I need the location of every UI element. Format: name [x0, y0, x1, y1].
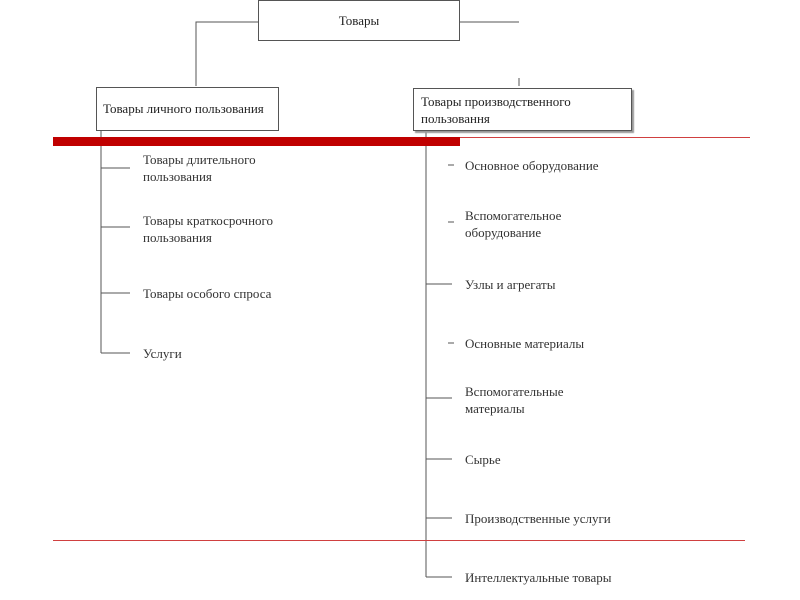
right-item: Узлы и агрегаты	[465, 277, 556, 292]
right-item: Основные материалы	[465, 336, 585, 351]
root-to-left-connector	[195, 21, 258, 86]
root-label: Товары	[338, 13, 380, 28]
right-item: Интеллектуальные товары	[465, 570, 612, 585]
right-item: Сырье	[465, 452, 501, 467]
right-item: Вспомогательное оборудование	[465, 208, 562, 240]
root-box: Товары	[258, 0, 460, 41]
left-category-label: Товары личного пользования	[103, 101, 264, 116]
left-category-box: Товары личного пользования	[96, 87, 279, 131]
red-accent-bar	[53, 137, 460, 146]
right-item: Вспомогательные материалы	[465, 384, 564, 416]
right-category-box: Товары производственного пользовання	[413, 88, 632, 131]
left-item: Товары длительного пользования	[143, 152, 256, 184]
right-branch-lines	[426, 283, 452, 578]
left-item: Товары краткосрочного пользования	[143, 213, 274, 245]
right-category-label: Товары производственного пользовання	[421, 94, 571, 126]
right-item: Производственные услуги	[465, 511, 611, 526]
left-item: Услуги	[143, 346, 182, 361]
left-branch-lines	[101, 167, 130, 354]
right-arrow-ticks	[448, 164, 454, 344]
right-item: Основное оборудование	[465, 158, 599, 173]
left-item: Товары особого спроса	[143, 286, 272, 301]
